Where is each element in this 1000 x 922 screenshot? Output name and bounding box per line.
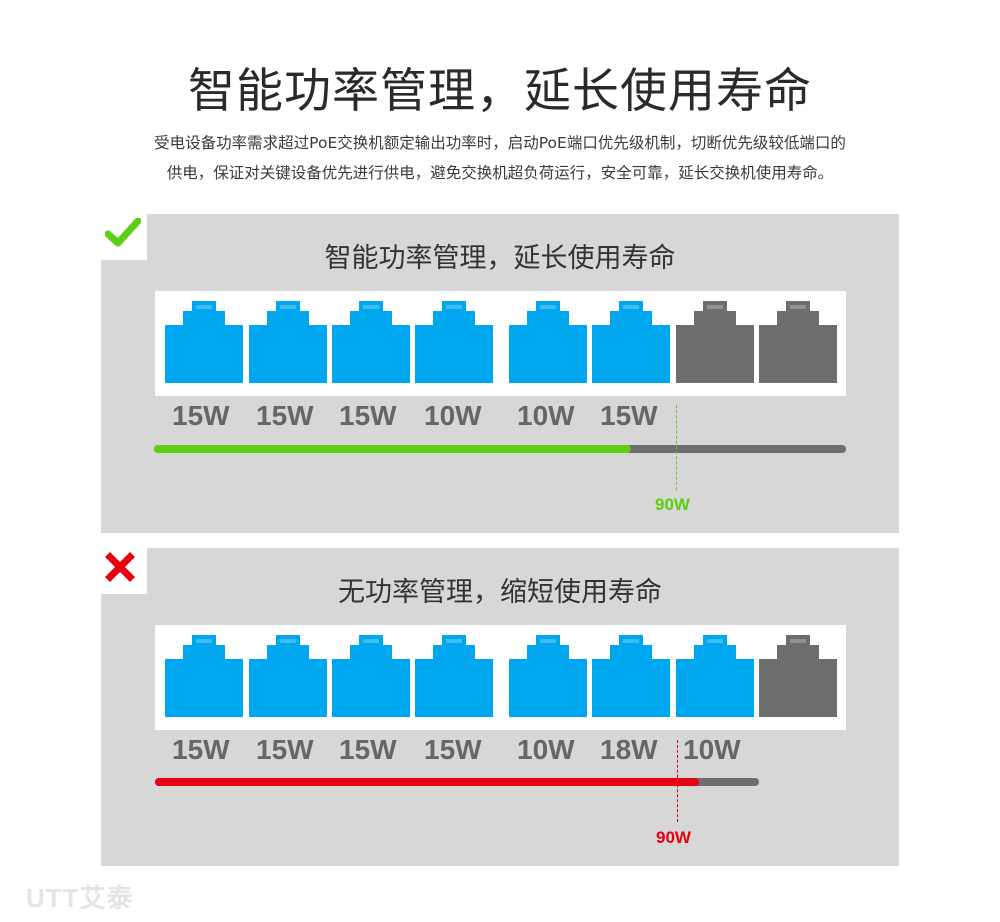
rj45-port-inactive bbox=[759, 301, 837, 383]
rj45-port-active bbox=[592, 301, 670, 383]
description-line-1: 受电设备功率需求超过PoE交换机额定输出功率时，启动PoE端口优先级机制，切断优… bbox=[154, 134, 846, 152]
rj45-port-active bbox=[332, 301, 410, 383]
check-badge bbox=[101, 214, 147, 260]
rj45-port-active bbox=[592, 635, 670, 717]
page-title: 智能功率管理，延长使用寿命 bbox=[188, 64, 812, 119]
rj45-port-active bbox=[509, 301, 587, 383]
rj45-port-active bbox=[332, 635, 410, 717]
port-power-label: 15W bbox=[600, 400, 658, 431]
rj45-port-active bbox=[165, 635, 243, 717]
rj45-port-active bbox=[509, 635, 587, 717]
brand-logo: UTT艾泰 bbox=[26, 883, 134, 913]
rj45-port-active bbox=[676, 635, 754, 717]
port-power-label: 15W bbox=[172, 734, 230, 765]
page-description: 受电设备功率需求超过PoE交换机额定输出功率时，启动PoE端口优先级机制，切断优… bbox=[80, 128, 920, 188]
description-line-2: 供电，保证对关键设备优先进行供电，避免交换机超负荷运行，安全可靠，延长交换机使用… bbox=[166, 164, 834, 182]
port-power-label: 15W bbox=[256, 734, 314, 765]
port-power-label: 10W bbox=[517, 734, 575, 765]
port-power-label: 15W bbox=[172, 400, 230, 431]
budget-label-good: 90W bbox=[655, 495, 690, 514]
cross-icon bbox=[105, 552, 135, 582]
rj45-port-active bbox=[249, 635, 327, 717]
budget-label-bad: 90W bbox=[656, 828, 691, 847]
rj45-port-active bbox=[165, 301, 243, 383]
cross-badge bbox=[101, 548, 147, 594]
rj45-port-active bbox=[249, 301, 327, 383]
port-power-label: 18W bbox=[600, 734, 658, 765]
check-icon bbox=[105, 218, 141, 247]
port-power-label: 15W bbox=[339, 400, 397, 431]
port-power-label: 10W bbox=[683, 734, 741, 765]
port-power-label: 15W bbox=[339, 734, 397, 765]
rj45-port-inactive bbox=[759, 635, 837, 717]
port-power-label: 10W bbox=[424, 400, 482, 431]
power-bar-used-good bbox=[154, 445, 631, 453]
port-power-label: 15W bbox=[424, 734, 482, 765]
port-power-label: 15W bbox=[256, 400, 314, 431]
rj45-port-inactive bbox=[676, 301, 754, 383]
rj45-port-active bbox=[415, 635, 493, 717]
budget-marker-bad bbox=[677, 740, 678, 822]
rj45-port-active bbox=[415, 301, 493, 383]
budget-marker-good bbox=[676, 405, 677, 490]
smart-power-heading: 智能功率管理，延长使用寿命 bbox=[324, 243, 676, 274]
no-power-mgmt-heading: 无功率管理，缩短使用寿命 bbox=[338, 577, 662, 608]
power-bar-used-bad bbox=[155, 778, 699, 786]
port-power-label: 10W bbox=[517, 400, 575, 431]
